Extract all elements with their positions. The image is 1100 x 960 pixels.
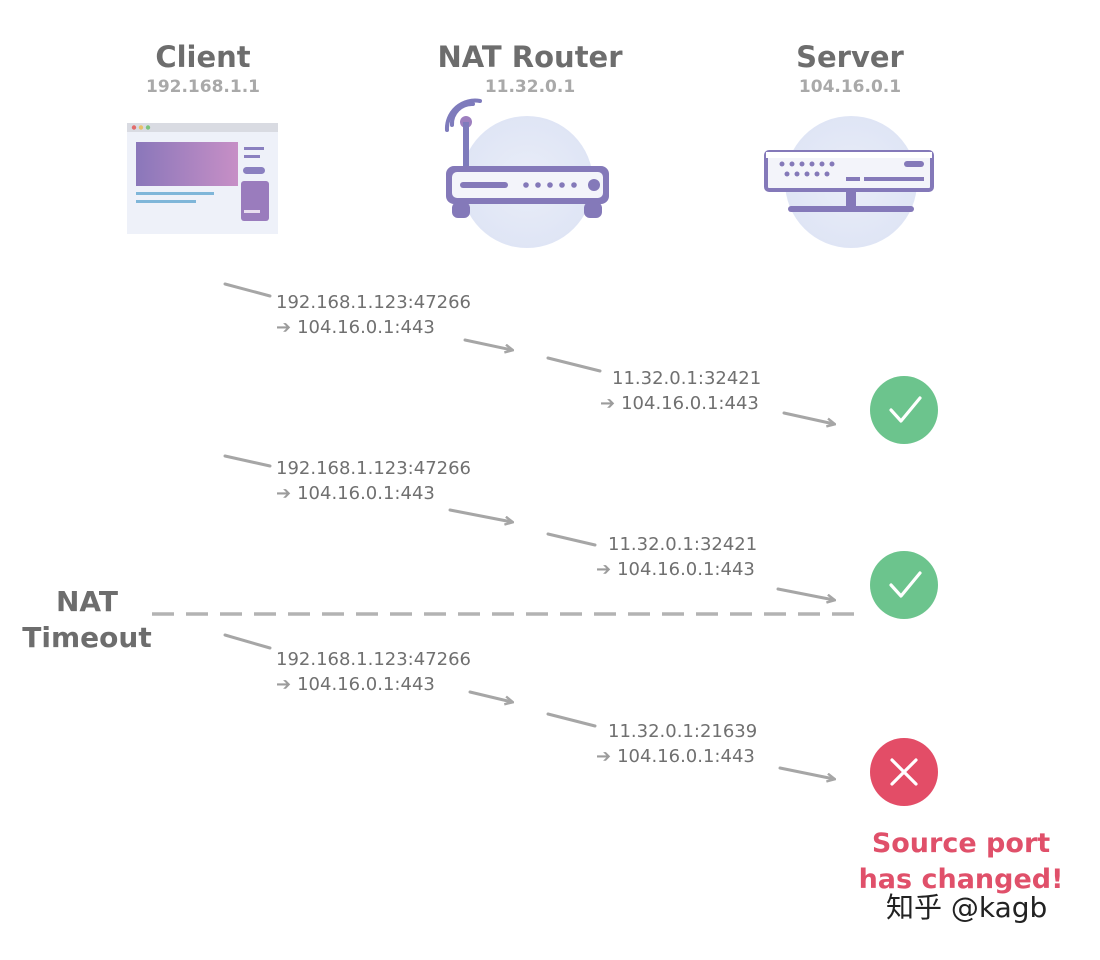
message-arrow-6a: [546, 712, 597, 728]
message-arrow-3a: [223, 454, 272, 468]
message-destination: 104.16.0.1:443: [617, 559, 755, 580]
message-destination: 104.16.0.1:443: [617, 746, 755, 767]
server-title: Server: [796, 40, 904, 74]
message-source: 192.168.1.123:47266: [276, 649, 472, 670]
watermark: 知乎 @kagb: [886, 891, 1048, 924]
nat-timeout-line1: NAT: [55, 585, 119, 618]
arrow-right-icon: ➔: [276, 483, 292, 504]
nat-timeout-line2: Timeout: [22, 621, 152, 654]
message-label-6: 11.32.0.1:21639 ➔104.16.0.1:443: [596, 719, 757, 769]
message-arrow-4a: [546, 532, 597, 547]
router-ip: 11.32.0.1: [484, 77, 576, 97]
arrow-right-icon: ➔: [596, 559, 612, 580]
message-source: 11.32.0.1:21639: [608, 721, 758, 742]
client-title: Client: [155, 40, 251, 74]
message-source: 11.32.0.1:32421: [608, 534, 758, 555]
server-icon: [764, 116, 934, 248]
message-source: 192.168.1.123:47266: [276, 458, 472, 479]
success-badge-1: [870, 376, 938, 444]
message-destination: 104.16.0.1:443: [297, 483, 435, 504]
success-badge-2: [870, 551, 938, 619]
error-note-line2: has changed!: [858, 864, 1064, 895]
nat-timeout-label: NAT Timeout: [7, 584, 167, 656]
router-icon: [444, 98, 609, 248]
router-title: NAT Router: [437, 40, 623, 74]
arrow-right-icon: ➔: [276, 317, 292, 338]
error-note-line1: Source port: [871, 828, 1051, 859]
source-port-changed-note: Source port has changed!: [841, 826, 1081, 898]
message-destination: 104.16.0.1:443: [297, 674, 435, 695]
message-source: 192.168.1.123:47266: [276, 292, 472, 313]
message-label-3: 192.168.1.123:47266 ➔104.16.0.1:443: [276, 456, 471, 506]
message-label-2: 11.32.0.1:32421 ➔104.16.0.1:443: [600, 366, 761, 416]
client-browser-icon: [127, 123, 278, 234]
message-arrow-5b: [468, 690, 512, 702]
check-icon: [889, 571, 922, 598]
message-arrow-5a: [223, 633, 272, 650]
arrow-right-icon: ➔: [596, 746, 612, 767]
message-destination: 104.16.0.1:443: [621, 393, 759, 414]
failure-badge: [870, 738, 938, 806]
message-arrow-2b: [782, 411, 834, 424]
message-destination: 104.16.0.1:443: [297, 317, 435, 338]
message-label-1: 192.168.1.123:47266 ➔104.16.0.1:443: [276, 290, 471, 340]
message-label-4: 11.32.0.1:32421 ➔104.16.0.1:443: [596, 532, 757, 582]
client-ip: 192.168.1.1: [145, 77, 260, 97]
cross-icon: [890, 758, 918, 786]
message-arrow-1a: [223, 282, 272, 298]
message-arrow-1b: [463, 338, 512, 350]
message-arrow-4b: [776, 587, 834, 600]
message-source: 11.32.0.1:32421: [612, 368, 762, 389]
message-arrow-3b: [448, 508, 512, 522]
message-label-5: 192.168.1.123:47266 ➔104.16.0.1:443: [276, 647, 471, 697]
check-icon: [889, 396, 922, 423]
message-arrow-6b: [778, 766, 834, 779]
message-arrow-2a: [546, 356, 602, 373]
server-ip: 104.16.0.1: [798, 77, 902, 97]
arrow-right-icon: ➔: [600, 393, 616, 414]
arrow-right-icon: ➔: [276, 674, 292, 695]
